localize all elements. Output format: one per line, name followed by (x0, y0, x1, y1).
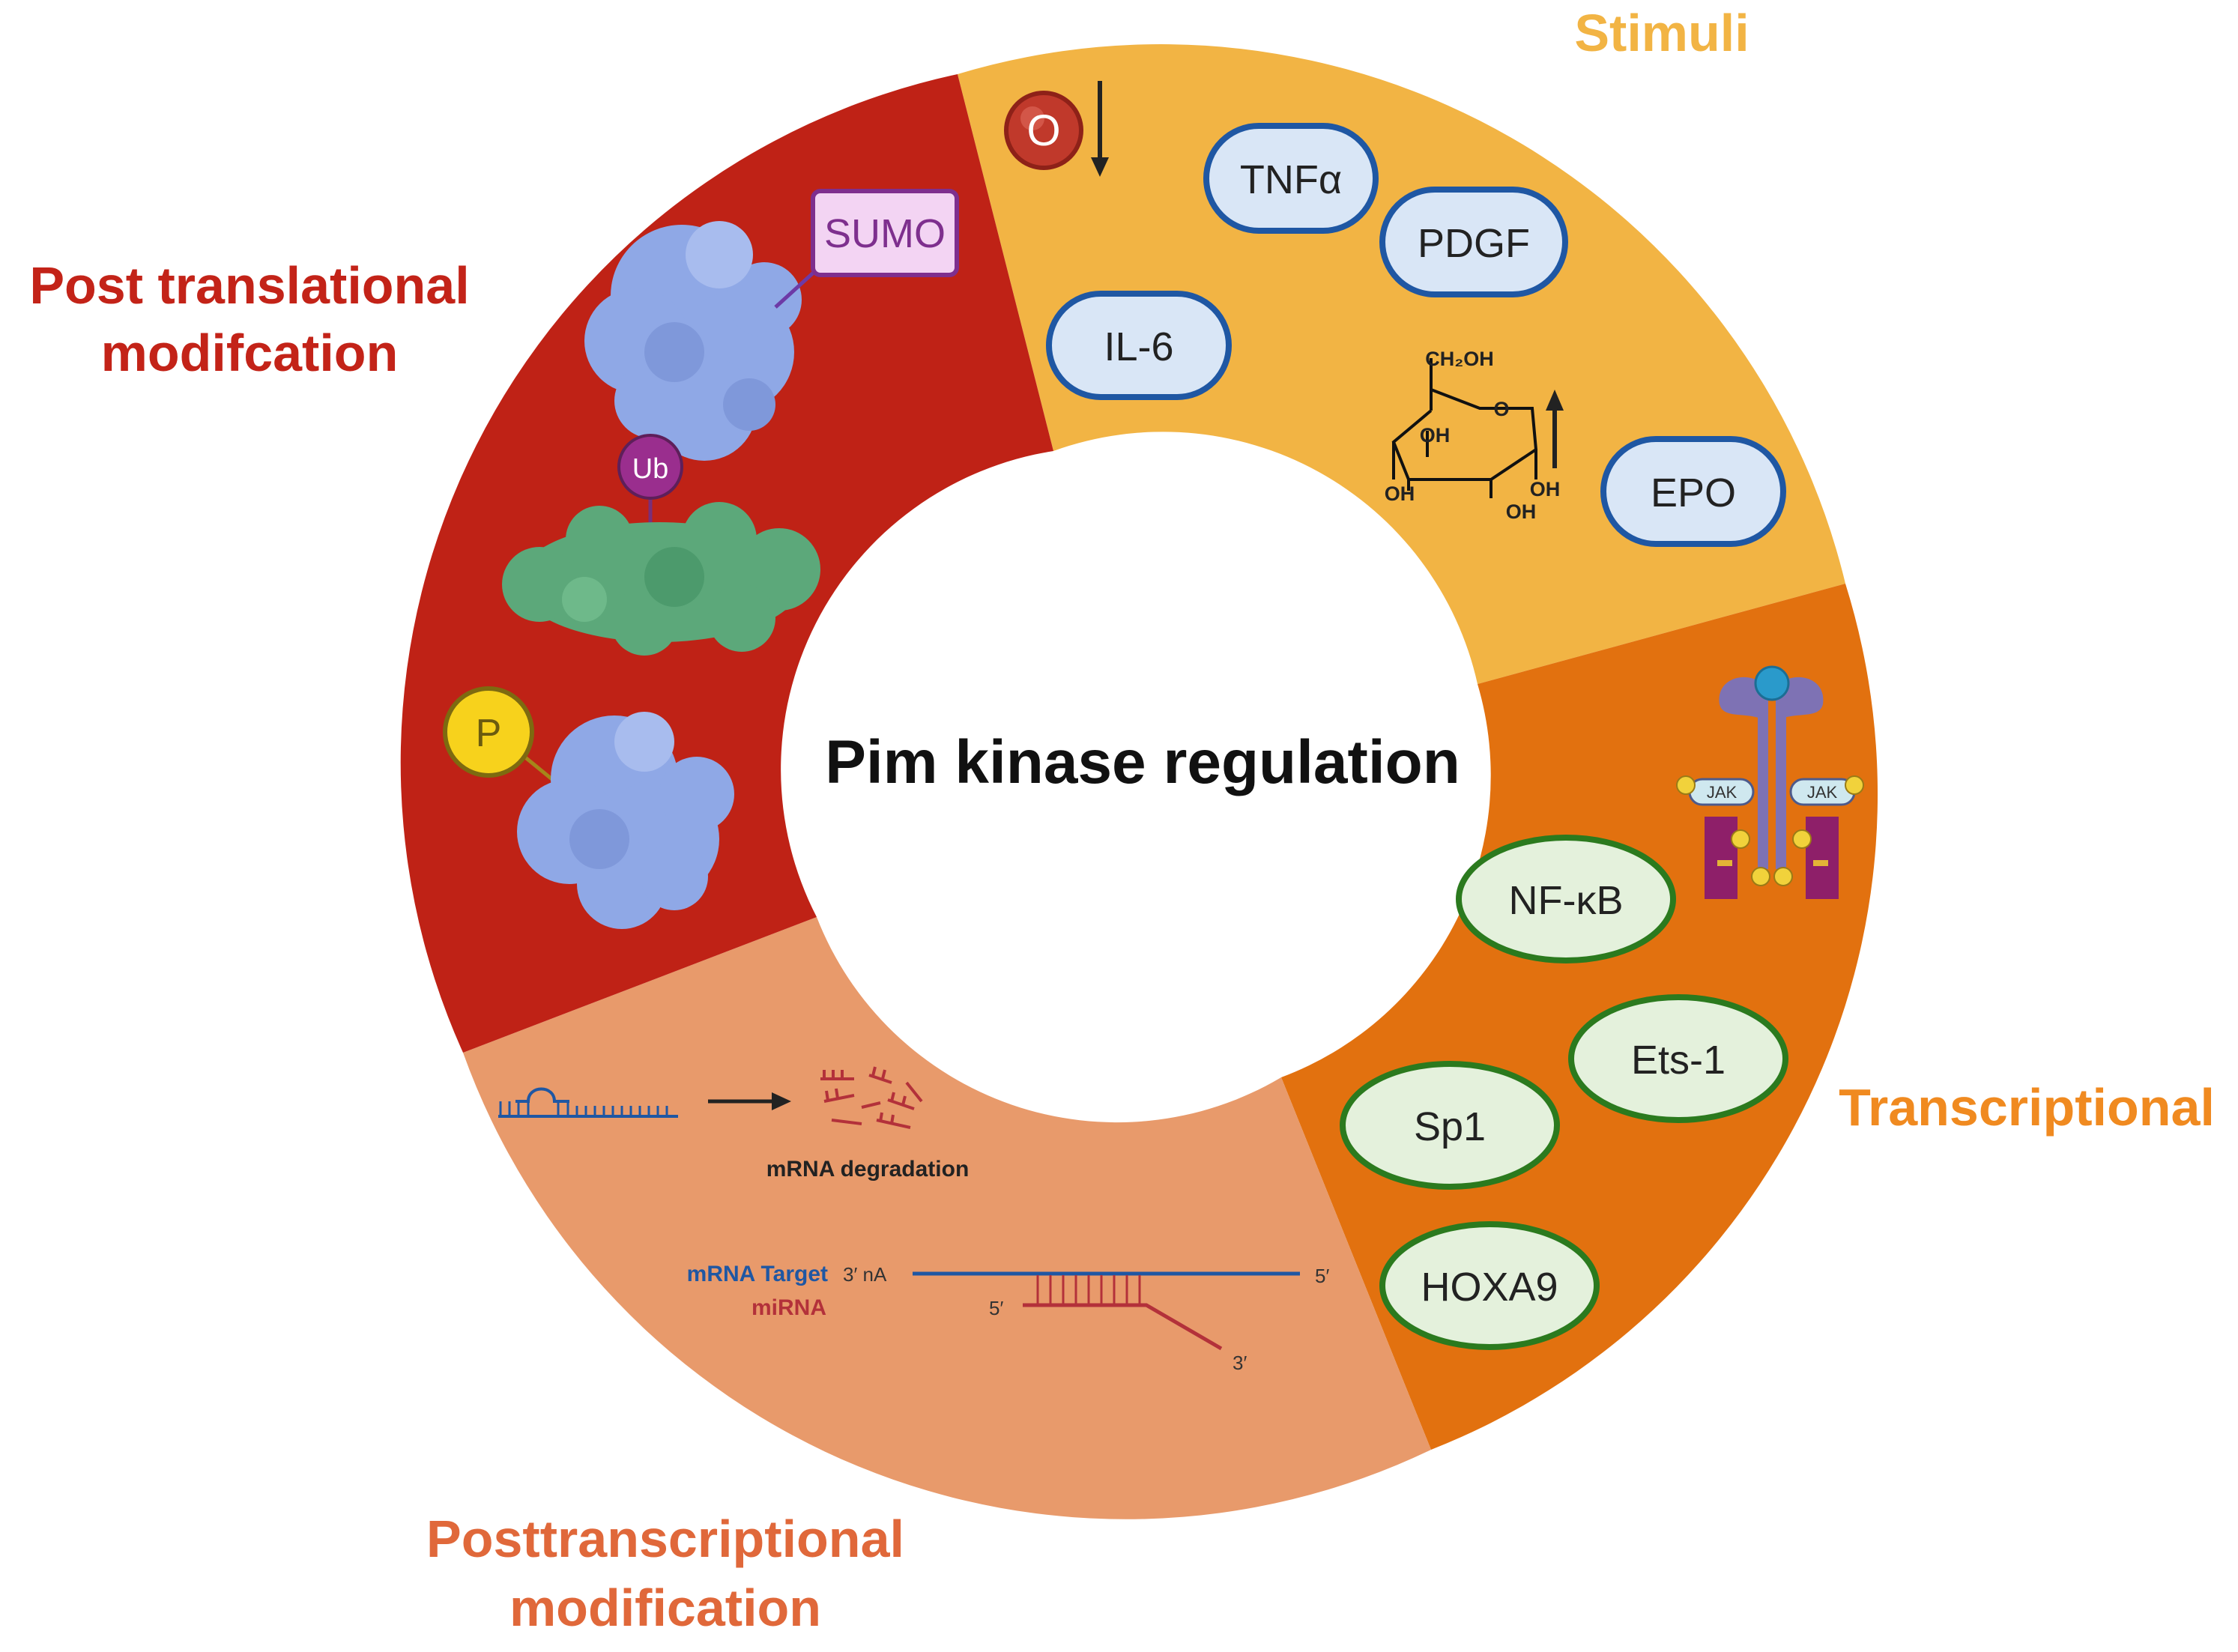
sumo-protein-icon (584, 221, 802, 461)
sumo-label: SUMO (824, 211, 946, 256)
sumo-linker (774, 268, 818, 309)
tf-pill-label: Ets-1 (1631, 1038, 1726, 1083)
base-pairs (1036, 1275, 1141, 1305)
stimulus-pill-label: TNFα (1240, 157, 1342, 202)
transcriptional-content: JAK JAK NF-κB Ets-1 Sp1 HOXA9 (1340, 665, 1864, 1350)
tf-pill-hoxa9: HOXA9 (1379, 1221, 1600, 1350)
tf-pill-label: NF-κB (1509, 878, 1624, 923)
ub-label: Ub (632, 453, 669, 485)
stimulus-pill-il6: IL-6 (1046, 291, 1232, 400)
stimulus-pill-epo: EPO (1600, 436, 1786, 547)
label-transcriptional: Transcriptional (1839, 1078, 2215, 1137)
mirna-label: miRNA (751, 1295, 826, 1320)
label-stimuli: Stimuli (1574, 4, 1749, 62)
oxygen-icon: O (1004, 91, 1083, 170)
glucose-label-oh: OH (1530, 478, 1561, 500)
stimulus-pill-tnfa: TNFα (1203, 123, 1379, 234)
glucose-label-oh: OH (1420, 424, 1451, 447)
phospho-tag: P (443, 686, 567, 792)
phosphorylated-protein-icon (517, 712, 734, 929)
posttranscriptional-content: mRNA degradation mRNA Target miRNA 3′ nA… (498, 1066, 1329, 1374)
label-post-translational-line2: modifcation (101, 324, 399, 382)
arrow-down-icon (1091, 81, 1109, 177)
end-label-5-target: 5′ (1315, 1265, 1329, 1287)
stimulus-pill-label: PDGF (1418, 221, 1530, 266)
mrna-target-label: mRNA Target (687, 1262, 828, 1286)
glucose-label-oh: OH (1385, 482, 1415, 505)
jak-left-label: JAK (1707, 783, 1738, 802)
label-post-translational-line1: Post translational (29, 256, 469, 315)
sumo-tag: SUMO (811, 189, 959, 277)
arrow-up-icon (1546, 390, 1564, 468)
mrna-hairpin-icon (498, 1087, 678, 1118)
jak-right-label: JAK (1807, 783, 1838, 802)
ub-tag: Ub (617, 434, 683, 536)
glucose-icon (1391, 358, 1538, 498)
label-posttranscriptional-line1: Posttranscriptional (426, 1510, 904, 1568)
arrow-right-icon (708, 1092, 791, 1110)
oxygen-text: O (1026, 106, 1060, 155)
tf-pill-nfkb: NF-κB (1456, 835, 1676, 963)
label-posttranscriptional-line2: modification (509, 1579, 821, 1637)
phospho-label: P (476, 712, 502, 755)
receptor-icon: JAK JAK (1676, 665, 1864, 899)
end-label-5-mirna: 5′ (989, 1297, 1003, 1319)
stimulus-pill-pdgf: PDGF (1379, 187, 1568, 297)
glucose-label-oh: OH (1506, 500, 1537, 523)
ubiquitinated-protein-icon (502, 502, 820, 656)
tf-pill-label: Sp1 (1414, 1104, 1486, 1149)
tf-pill-label: HOXA9 (1421, 1265, 1558, 1310)
end-label-3-mirna: 3′ (1233, 1352, 1247, 1374)
stimuli-content: O TNFα PDGF IL-6 EPO (1004, 81, 1786, 547)
stimulus-pill-label: IL-6 (1104, 324, 1173, 369)
degraded-mrna-icon (820, 1066, 923, 1129)
end-label-3-na: 3′ nA (843, 1263, 887, 1286)
segment-posttranscriptional (463, 917, 1431, 1519)
center-title: Pim kinase regulation (825, 728, 1460, 796)
glucose-label-ch2oh: CH₂OH (1425, 348, 1494, 370)
mrna-degradation-label: mRNA degradation (766, 1157, 970, 1181)
tf-pill-sp1: Sp1 (1340, 1061, 1560, 1190)
post-translational-content: SUMO Ub P (443, 189, 959, 929)
stimulus-pill-label: EPO (1651, 471, 1736, 515)
glucose-label-o: O (1493, 398, 1509, 420)
tf-pill-ets1: Ets-1 (1568, 994, 1788, 1123)
